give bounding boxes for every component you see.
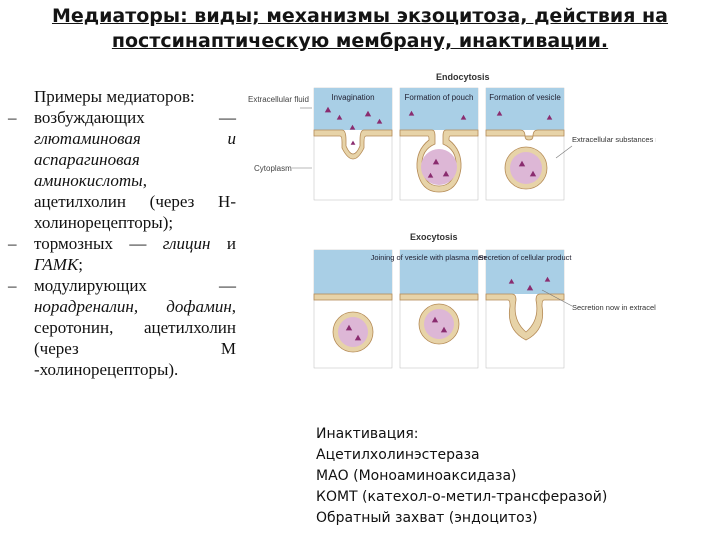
title-line-2: постсинаптическую мембрану, инактивации. [111,30,609,52]
endocytosis-title: Endocytosis [436,72,490,82]
endo-panel-vesicle: Formation of vesicle [485,87,565,201]
inactivation-line: Обратный захват (эндоцитоз) [316,510,538,526]
step-vesicle-label: Formation of vesicle [489,93,561,102]
inactivation-line: Ацетилхолинэстераза [316,447,480,463]
page-title: Медиаторы: виды; механизмы экзоцитоза, д… [0,4,720,54]
list-item-excitatory: –возбуждающих — глютаминовая и аспарагин… [8,107,236,233]
examples-intro: Примеры медиаторов: [34,87,195,106]
inactivation-line: КОМТ (катехол-о-метил-трансферазой) [316,489,608,505]
cytoplasm-label: Cytoplasm [254,164,292,173]
extracellular-label: Extracellular fluid [248,95,309,104]
step-invagination-label: Invagination [331,93,374,102]
endo-panel-invagination: Invagination [313,87,393,201]
exo-note: Secretion now in extracellular fluid [572,303,656,312]
title-line-1: Медиаторы: виды; механизмы экзоцитоза, д… [51,5,669,27]
exo-panel-idle [313,249,393,369]
dash-bullet: – [8,276,17,295]
step-secretion-label: Secretion of cellular product [479,253,573,262]
dash-bullet: – [8,108,17,127]
inactivation-heading: Инактивация: [316,426,419,442]
modulatory-rest: , серотонин, ацетилхолин (через М -холин… [34,297,236,379]
exocytosis-title: Exocytosis [410,232,458,242]
excitatory-italic: глютаминовая и аспарагиновая аминокислот… [34,129,236,190]
step-pouch-label: Formation of pouch [405,93,474,102]
inactivation-line: МАО (Моноаминоаксидаза) [316,468,517,484]
inhibitory-mid: и [210,234,236,253]
modulatory-italic: норадреналин, дофамин [34,297,232,316]
excitatory-rest: , ацетилхолин (через Н-холинорецепторы); [34,171,236,232]
dash-bullet: – [8,234,17,253]
list-item-inhibitory: –тормозных — глицин и ГАМК; [8,233,236,275]
endocytosis-exocytosis-figure: Endocytosis Extracellular fluid Cytoplas… [248,72,656,369]
step-joining-label: Joining of vesicle with plasma membrane [371,253,508,262]
inactivation-block: Инактивация: Ацетилхолинэстераза МАО (Мо… [316,424,607,529]
inhibitory-rest: ; [78,255,83,274]
modulatory-lead: модулирующих — [34,276,236,295]
endo-note: Extracellular substances now within vesi… [572,135,656,144]
inhibitory-lead: тормозных — [34,234,163,253]
exo-panel-secretion: Secretion of cellular product [479,249,573,369]
list-item-modulatory: –модулирующих — норадреналин, дофамин, с… [8,275,236,380]
inhibitory-italic-2: ГАМК [34,255,79,274]
excitatory-lead: возбуждающих — [34,108,236,127]
exo-panel-joining: Joining of vesicle with plasma membrane [371,249,508,369]
inhibitory-italic: глицин [162,234,211,253]
mediator-examples: Примеры медиаторов: –возбуждающих — глют… [8,86,236,380]
endo-panel-pouch: Formation of pouch [399,87,479,201]
